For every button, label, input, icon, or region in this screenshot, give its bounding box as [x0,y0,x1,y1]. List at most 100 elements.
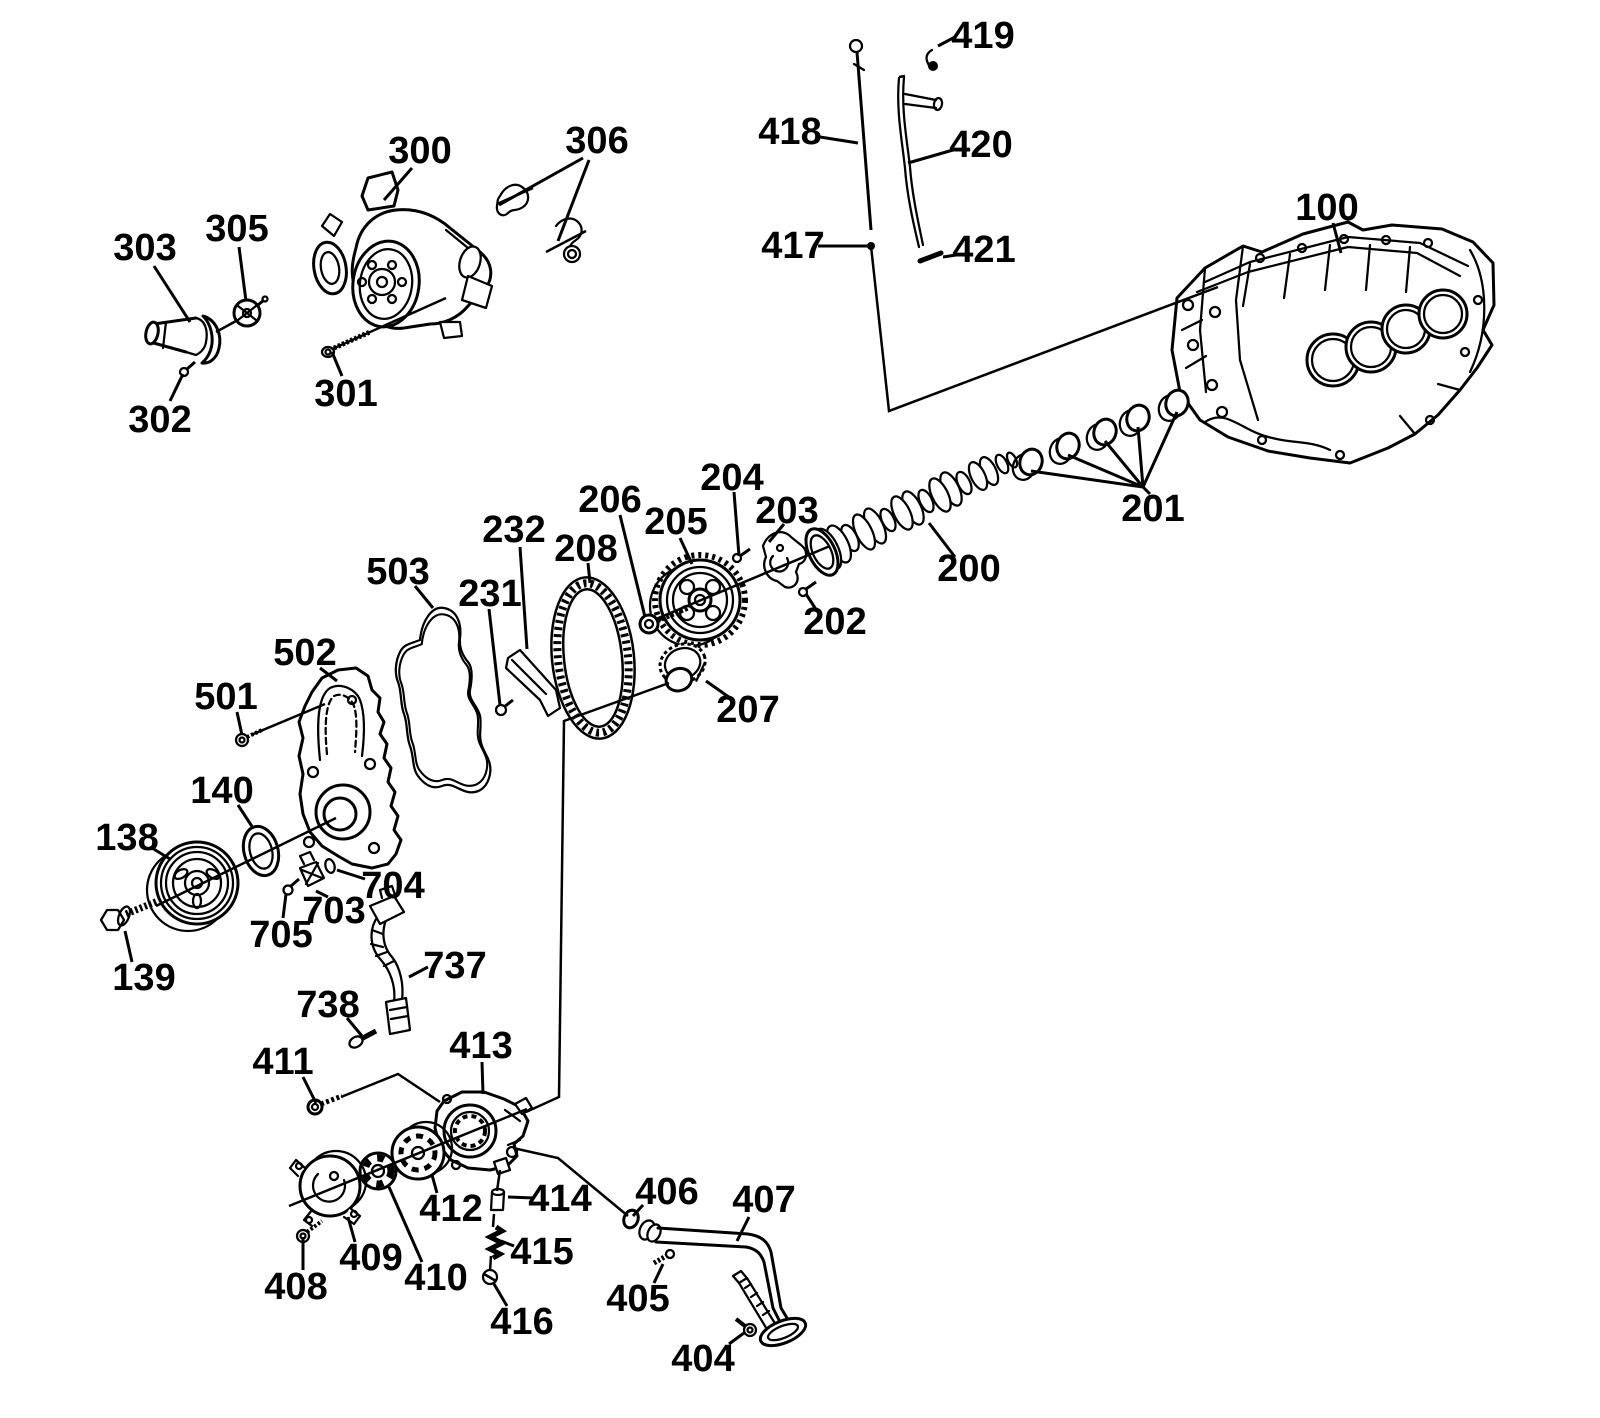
chain-guide-231 [494,648,562,718]
leader-205-0 [678,537,694,565]
part-label-416: 416 [490,1301,553,1343]
clip-b-stud-line [545,229,587,254]
sensor-harness-737 [368,884,412,1036]
leader-503-0 [413,585,435,609]
oil-pump-413 [433,1090,534,1176]
leader-lines [123,35,1343,1346]
part-label-201: 201 [1121,488,1184,530]
relief-valve-line-1 [495,1169,502,1192]
leader-303-0 [152,265,192,323]
leader-502-0 [319,666,338,683]
water-outlet-303 [144,314,222,365]
dipstick-tip-dot [867,242,875,250]
leader-306-1 [556,159,591,242]
cam-sprocket-axis-line [655,544,831,621]
part-label-409: 409 [339,1237,402,1279]
part-label-705: 705 [249,914,312,956]
part-label-414: 414 [528,1178,591,1220]
bolt411-insertion-line [340,1072,441,1104]
part-label-419: 419 [951,15,1014,57]
pickup-stud-405 [652,1248,676,1266]
pump-cover-409 [288,1149,368,1228]
dipstick-clip-419 [925,48,938,71]
pump-to-pickup-line [512,1146,629,1217]
cam-bearings [1011,388,1190,481]
leader-306-0 [498,156,584,207]
leader-305-0 [237,246,248,302]
leader-411-0 [301,1076,318,1104]
oil-pump-drive-gear-207 [658,642,707,693]
part-label-204: 204 [700,457,763,499]
leader-206-0 [618,514,647,618]
leader-202-0 [804,593,819,612]
leader-204-0 [732,491,741,557]
part-label-407: 407 [732,1179,795,1221]
leader-201-4 [1141,411,1179,488]
leader-406-0 [631,1203,645,1218]
part-label-301: 301 [314,373,377,415]
leader-201-3 [1136,426,1145,488]
dipstick-tube-420 [897,74,944,249]
leader-301-0 [330,351,344,377]
relief-plug-416 [481,1268,499,1286]
part-label-202: 202 [803,601,866,643]
engine-block [1170,220,1496,465]
part-label-410: 410 [404,1257,467,1299]
thermostat-line [215,319,237,334]
leader-414-0 [507,1195,535,1200]
relief-valve-line-2 [491,1213,496,1228]
sprocket-to-pump-line [525,681,670,1114]
leader-501-0 [235,711,244,736]
leader-418-0 [819,135,859,145]
part-label-704: 704 [361,865,424,907]
leader-140-0 [236,804,255,829]
part-label-408: 408 [264,1266,327,1308]
cam-retainer-203 [761,531,808,589]
sensor-oring-704 [324,858,336,874]
part-label-203: 203 [755,490,818,532]
leader-409-0 [346,1216,357,1243]
thermostat-305 [232,295,269,328]
sensor-bolt-705 [282,877,300,896]
relief-valve-line-3 [488,1255,493,1272]
part-label-305: 305 [205,208,268,250]
retainer-bolt-204 [731,547,751,564]
part-label-738: 738 [296,984,359,1026]
part-label-502: 502 [273,632,336,674]
heater-pipe-clips-306 [495,183,583,264]
leader-207-0 [705,679,734,702]
leader-420-0 [907,148,954,165]
guide-lines [155,186,1219,1272]
leader-705-0 [281,893,288,919]
leader-410-0 [387,1186,424,1263]
leader-413-0 [480,1061,485,1095]
part-label-405: 405 [606,1278,669,1320]
front-cover-gasket [394,606,492,794]
part-label-413: 413 [449,1025,512,1067]
pump-bolt-411 [306,1093,343,1116]
water-pump [312,170,494,340]
leader-201-1 [1067,453,1144,489]
crankshaft-axis-line [155,816,337,908]
relief-spring-415 [484,1224,508,1261]
part-label-501: 501 [194,676,257,718]
part-label-100: 100 [1295,187,1358,229]
part-label-300: 300 [388,130,451,172]
part-label-418: 418 [758,111,821,153]
part-label-140: 140 [190,770,253,812]
part-label-206: 206 [578,479,641,521]
leader-421-0 [942,253,957,259]
part-label-306: 306 [565,120,628,162]
front-cover [297,666,403,870]
part-label-302: 302 [128,399,191,441]
pickup-bolt-404 [734,1317,758,1338]
part-label-303: 303 [113,227,176,269]
part-label-232: 232 [482,509,545,551]
oil-level-indicator-418 [848,38,873,231]
leader-703-0 [315,889,329,899]
leader-415-0 [500,1239,515,1248]
leader-412-0 [430,1174,439,1194]
crank-balancer-138 [145,840,240,933]
